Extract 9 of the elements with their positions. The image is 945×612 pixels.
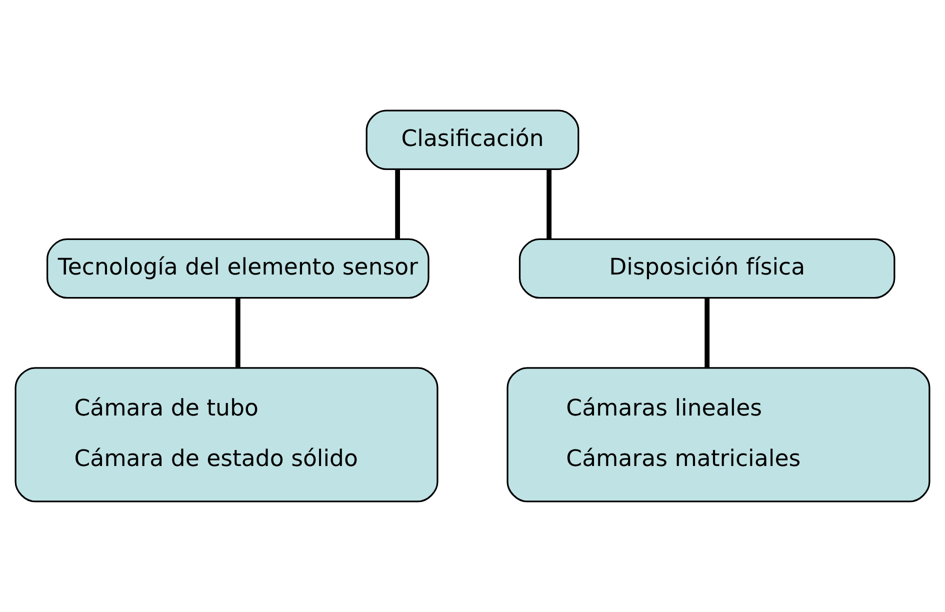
connector [235, 298, 240, 368]
connector [704, 298, 710, 368]
connector [395, 170, 400, 239]
node-box: Cámaras lineales Cámaras matriciales [506, 367, 930, 502]
connector [546, 170, 552, 239]
node-box: Disposición física [518, 238, 896, 299]
node-box: Tecnología del elemento sensor [46, 238, 430, 299]
node-box: Cámara de tubo Cámara de estado sólido [14, 367, 438, 502]
node-box: Clasificación [366, 110, 580, 170]
